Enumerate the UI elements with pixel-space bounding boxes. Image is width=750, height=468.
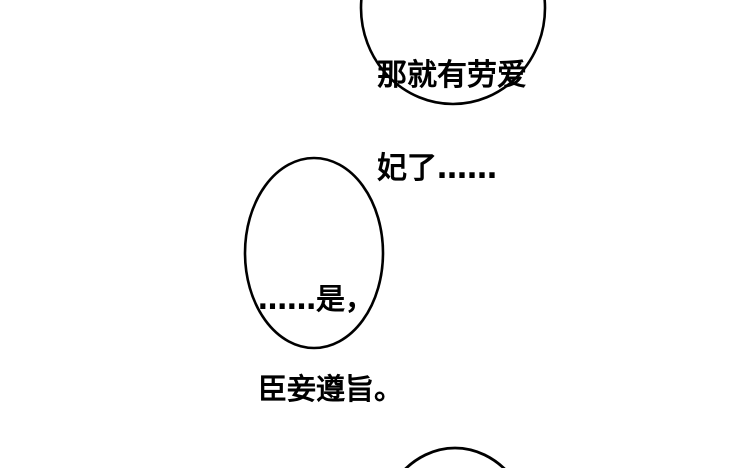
bubble-2-line-2: 臣妾遵旨。 <box>258 372 404 406</box>
bubble-1-line-1: 那就有劳爱 <box>377 58 527 93</box>
speech-bubble-1-text: 那就有劳爱 妃了…… <box>377 0 527 246</box>
bubble-2-line-1: ……是， <box>258 282 375 316</box>
bubble-1-line-2: 妃了…… <box>377 151 497 186</box>
speech-bubble-2-text: ……是， 臣妾遵旨。 <box>258 224 403 464</box>
